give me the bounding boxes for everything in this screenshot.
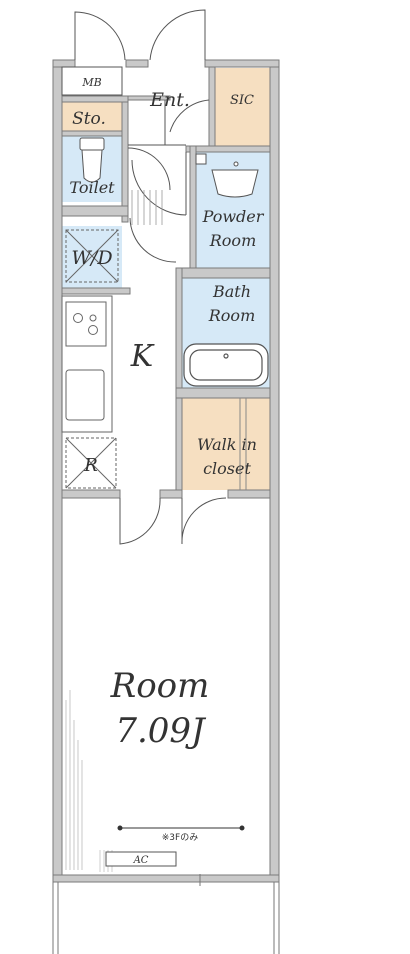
- powder-sink: [211, 161, 259, 198]
- entry-step-lines: [131, 190, 163, 225]
- label-walkin-1: Walk in: [197, 435, 257, 454]
- toilet-fixture: [79, 137, 105, 183]
- label-sic: SIC: [230, 93, 254, 108]
- wall-bottom: [52, 874, 280, 883]
- note-line: [117, 825, 245, 831]
- wall-powder-bottom: [175, 267, 271, 279]
- wall-ent-step: [127, 95, 171, 101]
- label-mb: MB: [81, 76, 101, 89]
- wall-mb-bottom: [61, 95, 129, 103]
- fridge-box: [65, 437, 117, 489]
- wall-bath-left: [175, 267, 183, 491]
- wall-top-right: [204, 59, 280, 68]
- label-room-1: Room: [110, 666, 210, 706]
- label-room-2: 7.09J: [115, 711, 207, 751]
- wall-kitchen-room-2: [159, 489, 183, 499]
- wall-sto-bottom: [61, 130, 123, 137]
- label-kitchen: K: [130, 339, 155, 374]
- wall-entry-vert: [121, 95, 129, 223]
- entrance-door-right[interactable]: [149, 9, 206, 61]
- hall-door[interactable]: [131, 152, 187, 216]
- wd-box: [65, 229, 119, 283]
- toilet-door[interactable]: [127, 147, 171, 191]
- label-wd: W/D: [71, 247, 112, 269]
- mb-box: [61, 66, 123, 96]
- label-note: ※3Fのみ: [162, 832, 198, 843]
- label-walkin-2: closet: [203, 459, 251, 478]
- label-powder-2: Room: [209, 231, 256, 250]
- room-door-left[interactable]: [119, 497, 161, 545]
- wall-powder-left: [189, 145, 197, 271]
- wall-top-mid: [125, 59, 149, 68]
- storage-fill: [62, 102, 122, 132]
- label-bath-1: Bath: [212, 282, 251, 301]
- balcony: [52, 874, 280, 954]
- kitchen-door[interactable]: [129, 217, 177, 263]
- entrance-door-left[interactable]: [74, 11, 126, 61]
- wall-wd-bottom: [61, 287, 131, 295]
- bath-tub: [183, 343, 269, 387]
- wall-kitchen-room: [61, 489, 121, 499]
- wall-top-left: [52, 59, 76, 68]
- wall-toilet-bottom: [61, 205, 129, 217]
- ac-box: [105, 851, 177, 867]
- wall-closet-room: [227, 489, 271, 499]
- label-bath-2: Room: [208, 306, 255, 325]
- wall-sic-bottom: [185, 145, 271, 153]
- room-window: [65, 690, 83, 870]
- walkin-closet-fill: [182, 398, 270, 490]
- closet-shelves: [239, 398, 247, 490]
- room-door-right[interactable]: [181, 497, 227, 545]
- sic-fill: [215, 68, 270, 146]
- wall-right: [269, 59, 280, 883]
- label-powder-1: Powder: [202, 207, 265, 226]
- label-fridge: R: [83, 455, 98, 476]
- sic-door[interactable]: [169, 99, 210, 133]
- pipe-shaft: [195, 153, 207, 165]
- wall-left: [52, 59, 63, 883]
- label-storage: Sto.: [72, 109, 106, 129]
- label-entrance: Ent.: [149, 89, 190, 111]
- wall-sic-left: [208, 66, 216, 148]
- kitchen-counter: [61, 295, 113, 433]
- label-toilet: Toilet: [69, 178, 115, 197]
- label-ac: AC: [133, 855, 149, 866]
- wall-bath-bottom: [175, 387, 271, 399]
